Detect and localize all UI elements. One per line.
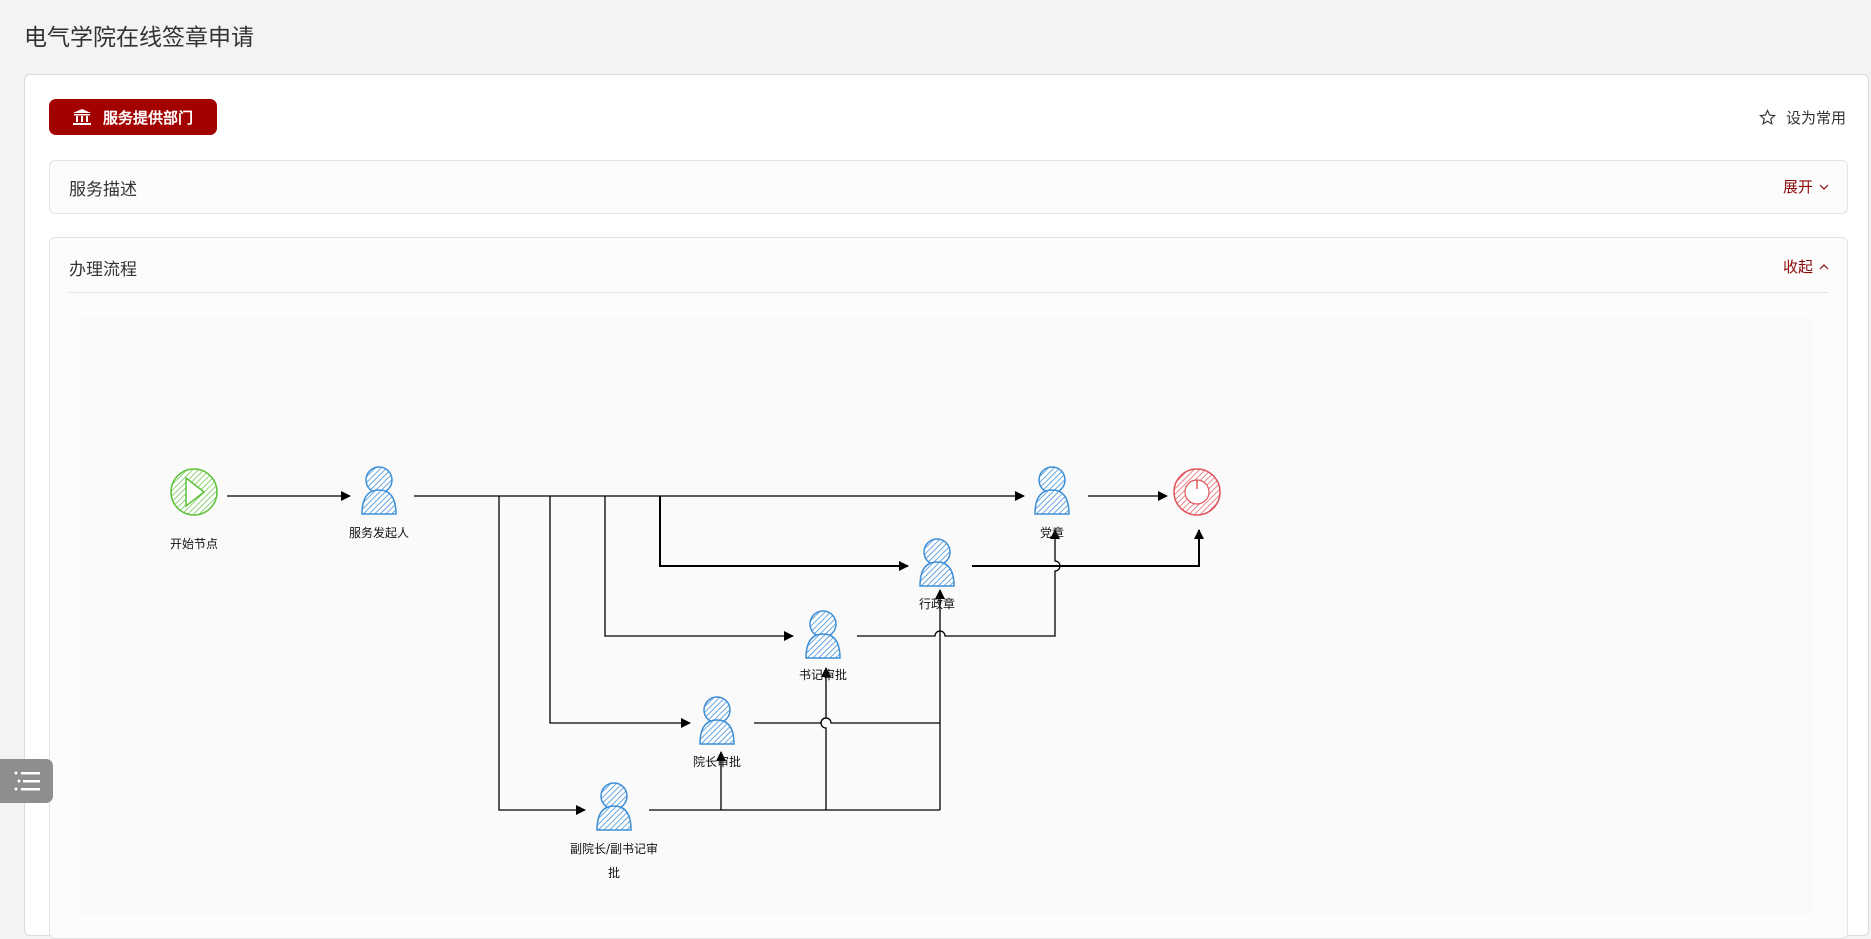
dean-user-icon (699, 696, 735, 745)
service-dept-button[interactable]: 服务提供部门 (49, 99, 217, 135)
collapse-toggle[interactable]: 收起 (1783, 256, 1829, 277)
admin-seal-user-icon (919, 538, 955, 587)
node-label-secretary: 书记审批 (798, 668, 848, 682)
section-divider (69, 292, 1828, 293)
page-title: 电气学院在线签章申请 (24, 25, 254, 51)
node-label-admin-seal: 行政章 (918, 597, 956, 611)
node-label-dean: 院长审批 (692, 755, 742, 769)
node-label-vice-cont: 批 (607, 866, 621, 880)
star-icon (1759, 109, 1776, 126)
node-label-party-seal: 党章 (1039, 526, 1065, 540)
edge-dean-admin (754, 717, 940, 724)
section-title: 服务描述 (69, 180, 137, 200)
initiator-user-icon (361, 466, 397, 515)
edge-initiator-dean (549, 496, 691, 728)
edge-vice-secretary (820, 667, 831, 810)
list-icon (14, 771, 40, 791)
section-title: 办理流程 (69, 260, 137, 280)
edge-secretary-party (857, 529, 1061, 637)
edge-initiator-secretary (604, 496, 794, 641)
node-label-start: 开始节点 (169, 537, 219, 551)
edge-admin-end (972, 529, 1204, 567)
edge-initiator-vice (498, 496, 586, 815)
edge-initiator-admin (659, 496, 909, 571)
expand-label: 展开 (1782, 178, 1813, 196)
secretary-user-icon (805, 610, 841, 659)
favorite-label: 设为常用 (1785, 109, 1846, 127)
vice-user-icon (596, 782, 632, 831)
start-node-icon[interactable] (170, 468, 218, 516)
section-service-description: 服务描述 展开 (49, 160, 1848, 214)
node-label-initiator: 服务发起人 (348, 526, 410, 540)
chevron-up-icon (1819, 263, 1829, 269)
dept-badge-label: 服务提供部门 (102, 108, 193, 127)
set-favorite-button[interactable]: 设为常用 (1759, 107, 1846, 128)
node-label-vice: 副院长/副书记审 (569, 842, 659, 856)
flow-diagram (170, 466, 1221, 831)
party-seal-user-icon (1034, 466, 1070, 515)
collapse-label: 收起 (1782, 258, 1813, 276)
toc-list-button[interactable] (0, 759, 53, 803)
bank-icon (72, 109, 91, 125)
expand-toggle[interactable]: 展开 (1783, 176, 1829, 197)
flow-diagram-canvas (79, 316, 1813, 916)
chevron-down-icon (1819, 184, 1829, 190)
end-node-icon[interactable] (1173, 468, 1221, 516)
